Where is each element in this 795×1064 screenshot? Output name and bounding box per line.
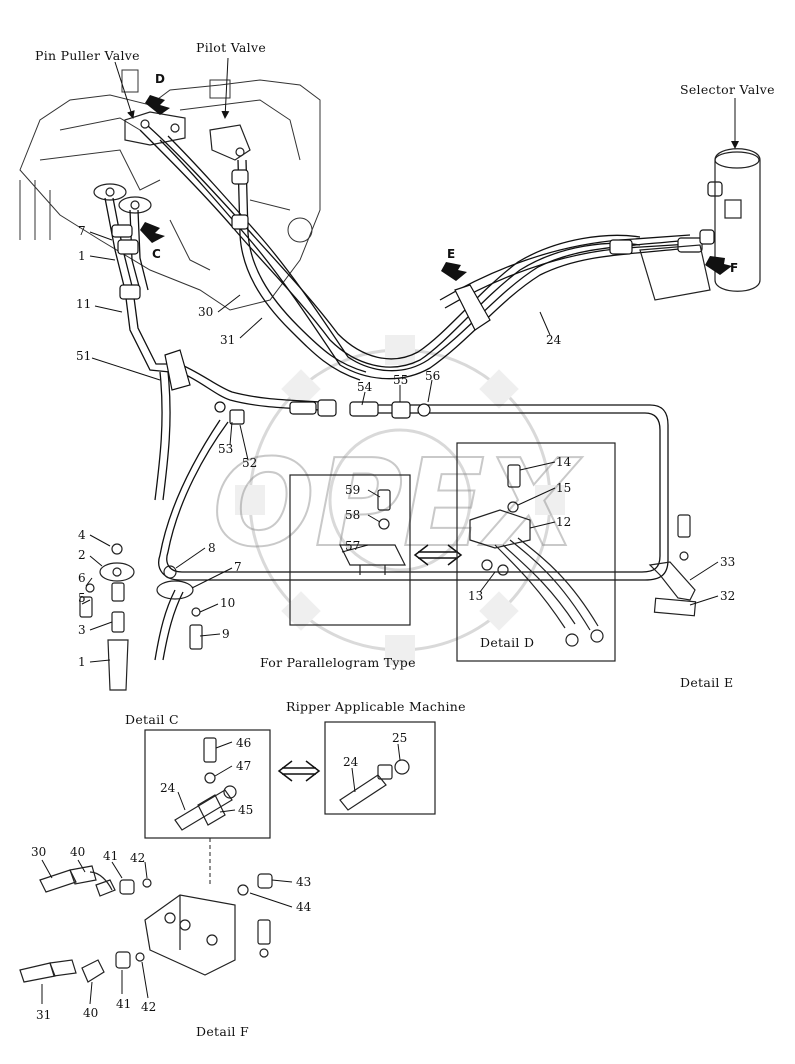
detail-c-box — [144, 729, 271, 839]
view-arrow-label-c: C — [152, 247, 161, 261]
part-label-51: 51 — [76, 349, 92, 363]
part-label-5: 5 — [78, 591, 86, 605]
part-label-57: 57 — [345, 539, 361, 553]
detail-c-parts — [174, 737, 237, 831]
part-label-54: 54 — [357, 380, 373, 394]
part-label-58: 58 — [345, 508, 361, 522]
flange-leader-lines — [81, 534, 233, 663]
part-label-1-lower: 1 — [78, 655, 86, 669]
part-label-41-lower: 41 — [116, 997, 132, 1011]
ripper-applicable-title: Ripper Applicable Machine — [286, 699, 466, 714]
part-label-6: 6 — [78, 571, 86, 585]
pin-puller-valve-title: Pin Puller Valve — [35, 48, 140, 63]
part-label-14: 14 — [556, 455, 572, 469]
part-label-47: 47 — [236, 759, 252, 773]
part-label-44: 44 — [296, 900, 312, 914]
detail-d-box — [456, 442, 616, 662]
part-label-40: 40 — [70, 845, 86, 859]
detail-c-title: Detail C — [125, 712, 179, 727]
detail-f-title: Detail F — [196, 1024, 249, 1039]
part-label-1: 1 — [78, 249, 86, 263]
part-label-10: 10 — [220, 596, 236, 610]
part-label-30-detail-f: 30 — [31, 845, 47, 859]
part-label-9: 9 — [222, 627, 230, 641]
pilot-valve-block — [209, 124, 251, 161]
detail-leader-lines — [341, 461, 719, 606]
part-label-53: 53 — [218, 442, 234, 456]
part-label-7-lower: 7 — [234, 560, 242, 574]
part-label-40-lower: 40 — [83, 1006, 99, 1020]
detail-d-parts — [469, 464, 604, 647]
part-label-31-detail-f: 31 — [36, 1008, 52, 1022]
part-label-31: 31 — [220, 333, 236, 347]
view-arrow-label-e: E — [447, 247, 456, 261]
swap-arrow-d — [413, 544, 463, 566]
hose-lines — [104, 125, 691, 661]
view-arrow-label-d: D — [155, 72, 165, 86]
part-label-13: 13 — [468, 589, 484, 603]
selector-valve-title: Selector Valve — [680, 82, 775, 97]
part-label-8: 8 — [208, 541, 216, 555]
part-label-43: 43 — [296, 875, 312, 889]
swap-arrow-c — [277, 760, 321, 782]
label-arrows — [89, 57, 739, 461]
part-label-24: 24 — [546, 333, 562, 347]
part-label-24-ripper: 24 — [343, 755, 359, 769]
pilot-valve-title: Pilot Valve — [196, 40, 267, 55]
part-label-46: 46 — [236, 736, 252, 750]
ripper-applicable-box — [324, 721, 436, 815]
detail-e-parts — [648, 514, 697, 617]
part-label-2: 2 — [78, 548, 86, 562]
part-label-30: 30 — [198, 305, 214, 319]
machine-body — [19, 69, 321, 311]
ripper-leaders — [351, 743, 401, 793]
pin-puller-valve-block — [124, 111, 186, 146]
flange-parts-group — [79, 543, 203, 691]
part-label-52: 52 — [242, 456, 258, 470]
selector-valve — [639, 148, 761, 301]
part-label-55: 55 — [393, 373, 409, 387]
part-label-12: 12 — [556, 515, 572, 529]
part-label-32: 32 — [720, 589, 736, 603]
part-label-4: 4 — [78, 528, 86, 542]
part-label-45: 45 — [238, 803, 254, 817]
part-label-25: 25 — [392, 731, 408, 745]
view-arrow-label-f: F — [730, 261, 739, 275]
detail-f-leaders — [41, 859, 293, 1005]
watermark-text: OPEX — [213, 435, 583, 574]
part-label-24-detail-c: 24 — [160, 781, 176, 795]
part-label-56: 56 — [425, 369, 441, 383]
part-label-42: 42 — [130, 851, 146, 865]
detail-f-parts — [19, 865, 273, 983]
part-label-7: 7 — [78, 224, 86, 238]
ripper-parts — [339, 759, 410, 811]
detail-e-title: Detail E — [680, 675, 734, 690]
watermark-gear — [235, 335, 565, 665]
part-label-42-lower: 42 — [141, 1000, 157, 1014]
part-label-3: 3 — [78, 623, 86, 637]
part-label-33: 33 — [720, 555, 736, 569]
parallelogram-type-title: For Parallelogram Type — [260, 655, 416, 670]
fittings — [111, 169, 723, 425]
parallelogram-parts — [339, 489, 406, 575]
part-label-41: 41 — [103, 849, 119, 863]
part-label-59: 59 — [345, 483, 361, 497]
upper-flanges — [93, 183, 152, 214]
part-label-11: 11 — [76, 297, 92, 311]
view-arrows — [140, 95, 732, 281]
parallelogram-type-box — [289, 474, 411, 626]
detail-d-title: Detail D — [480, 635, 535, 650]
part-label-15: 15 — [556, 481, 572, 495]
detail-c-leaders — [177, 741, 236, 813]
